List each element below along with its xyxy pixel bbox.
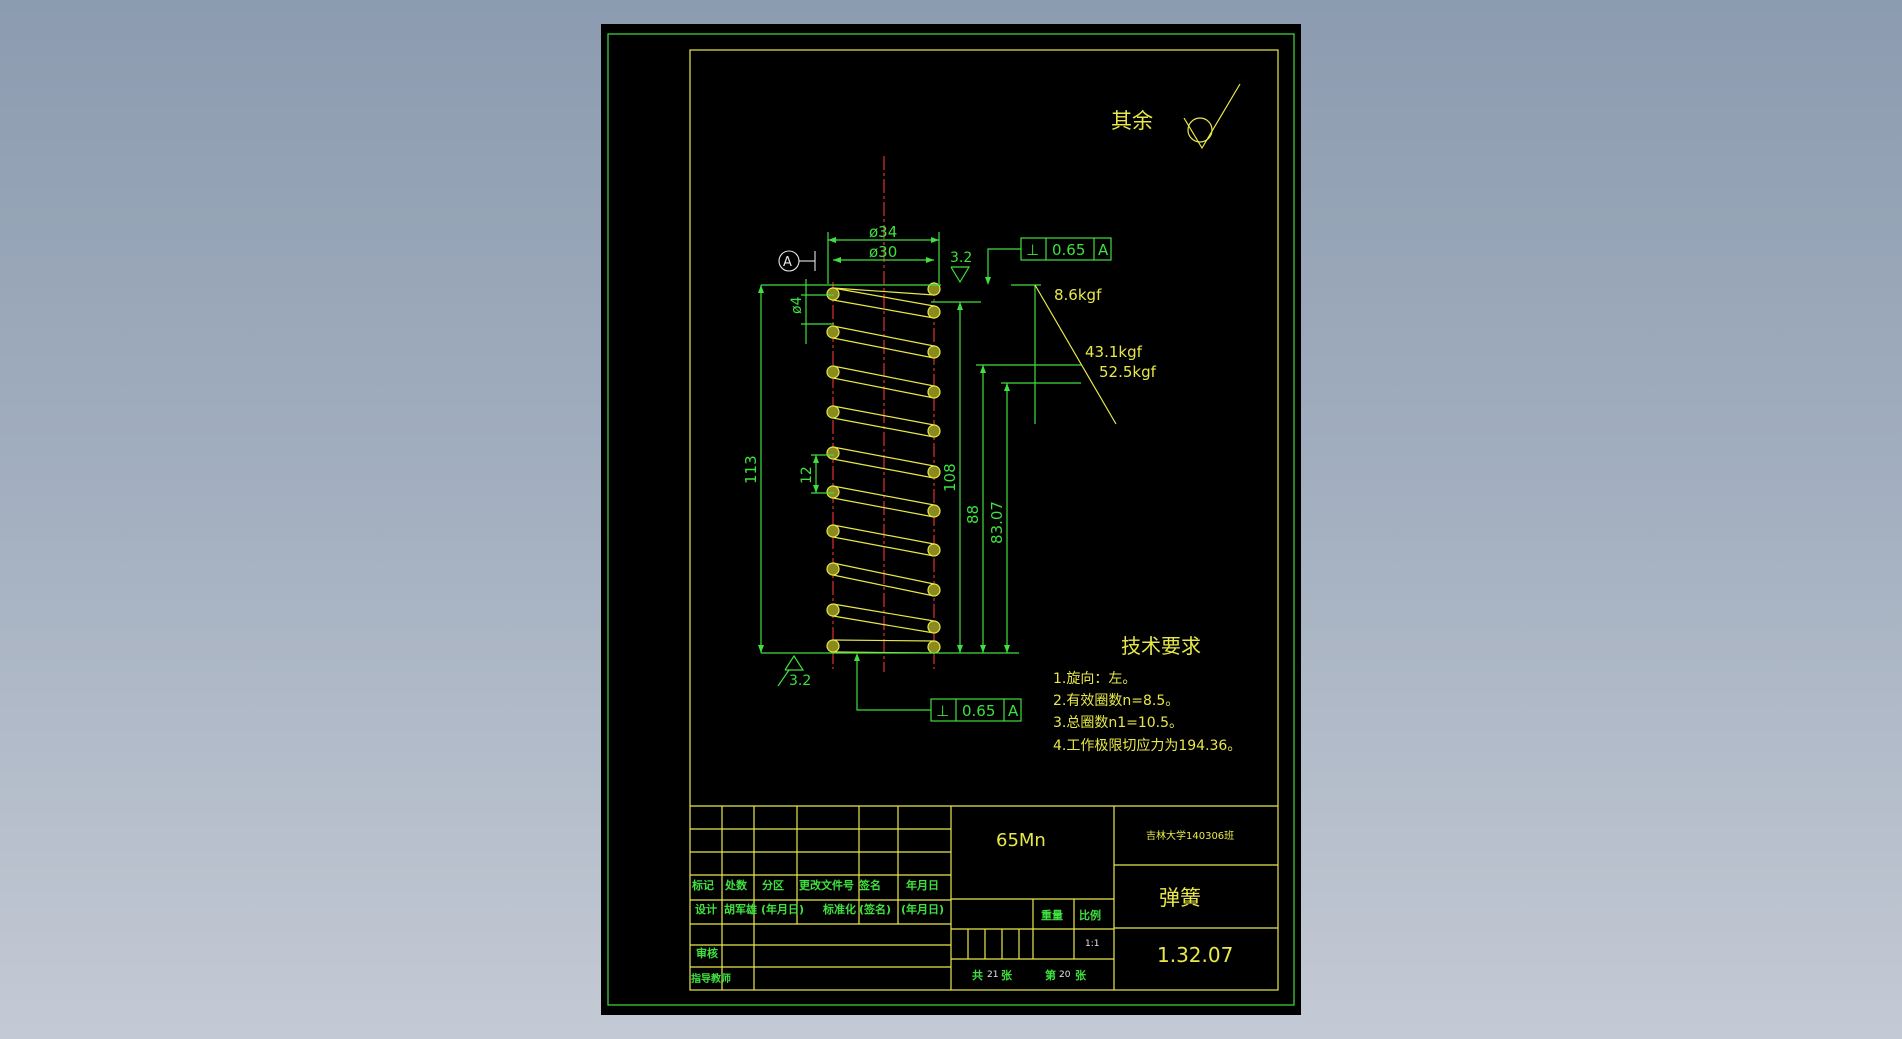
svg-text:ø34: ø34	[869, 223, 897, 241]
surface-finish-label: 其余	[1111, 109, 1153, 133]
svg-text:0.65: 0.65	[962, 702, 995, 720]
svg-text:1:1: 1:1	[1085, 939, 1099, 949]
svg-text:共: 共	[972, 968, 983, 982]
svg-text:0.65: 0.65	[1052, 241, 1085, 259]
svg-text:2.有效圈数n=8.5。: 2.有效圈数n=8.5。	[1053, 693, 1179, 709]
drawing-number: 1.32.07	[1157, 943, 1233, 967]
svg-text:(年月日): (年月日)	[901, 902, 944, 916]
spring-coils	[826, 282, 941, 654]
svg-text:标准化: 标准化	[822, 902, 856, 916]
svg-text:张: 张	[1001, 968, 1013, 982]
coil-section-left	[826, 562, 840, 576]
part-name: 弹簧	[1159, 886, 1201, 910]
tolerance-frame-top: ⊥ 0.65 A	[985, 237, 1112, 285]
svg-text:1.旋向：左。: 1.旋向：左。	[1053, 671, 1136, 687]
dim-length-108: 108	[931, 301, 981, 653]
svg-text:88: 88	[964, 505, 982, 524]
coil-section-right	[927, 305, 941, 319]
coil-section-right	[927, 543, 941, 557]
surface-finish-general: 其余	[1111, 83, 1241, 150]
surface-finish-bottom: 3.2	[777, 654, 811, 689]
svg-text:12: 12	[799, 466, 815, 484]
dim-inner-diameter: ø30	[833, 243, 934, 263]
svg-text:A: A	[783, 255, 792, 270]
coil-section-right	[927, 424, 941, 438]
svg-text:(签名): (签名)	[859, 902, 891, 916]
coil-section-left	[826, 287, 840, 301]
svg-text:技术要求: 技术要求	[1121, 634, 1201, 658]
svg-text:A: A	[1008, 702, 1019, 720]
svg-text:张: 张	[1075, 968, 1087, 982]
coil-section-left	[826, 405, 840, 419]
svg-text:胡军雄: 胡军雄	[724, 902, 757, 916]
svg-text:分区: 分区	[762, 878, 784, 892]
coil-section-left	[826, 639, 840, 653]
coil-section-right	[927, 465, 941, 479]
dim-wire-diameter: ø4	[789, 279, 834, 344]
dim-outer-diameter: ø34	[827, 223, 940, 284]
dim-free-length: 113	[742, 285, 764, 653]
tolerance-frame-bottom: ⊥ 0.65 A	[854, 653, 1022, 722]
load-diagram: 8.6kgf 43.1kgf 52.5kgf	[1011, 284, 1157, 425]
svg-text:年月日: 年月日	[906, 878, 939, 892]
title-block: 65Mn 吉林大学140306班 弹簧 1.32.07 标记 处数 分区 更改文…	[690, 805, 1278, 990]
dim-length-88: 88	[964, 364, 1081, 653]
drawing-sheet: 其余 ø34 ø30 A 3.2 ⊥	[601, 24, 1301, 1015]
svg-text:处数: 处数	[724, 878, 748, 892]
coil-section-right	[927, 345, 941, 359]
datum-a: A	[778, 250, 816, 272]
coil-section-right	[927, 385, 941, 399]
svg-text:4.工作极限切应力为194.36。: 4.工作极限切应力为194.36。	[1053, 737, 1241, 754]
svg-text:43.1kgf: 43.1kgf	[1085, 343, 1143, 361]
svg-text:指导教师: 指导教师	[691, 972, 731, 985]
svg-text:113: 113	[742, 455, 760, 484]
svg-text:第: 第	[1045, 968, 1056, 982]
svg-text:重量: 重量	[1041, 908, 1063, 922]
coil-section-left	[826, 524, 840, 538]
coil-section-left	[826, 603, 840, 617]
coil-section-right	[927, 640, 941, 654]
svg-text:比例: 比例	[1079, 908, 1101, 922]
surface-finish-top: 3.2	[950, 250, 972, 284]
svg-text:52.5kgf: 52.5kgf	[1099, 363, 1157, 381]
coil-section-right	[927, 282, 941, 296]
svg-text:108: 108	[941, 463, 959, 492]
spring-drawing: 其余 ø34 ø30 A 3.2 ⊥	[607, 33, 1295, 1006]
svg-text:21: 21	[987, 970, 998, 980]
svg-text:ø30: ø30	[869, 243, 897, 261]
material: 65Mn	[996, 830, 1046, 851]
svg-text:⊥: ⊥	[936, 702, 949, 720]
coil-section-right	[927, 504, 941, 518]
svg-text:3.总圈数n1=10.5。: 3.总圈数n1=10.5。	[1053, 715, 1183, 731]
svg-text:83.07: 83.07	[988, 501, 1006, 544]
svg-text:签名: 签名	[858, 878, 881, 892]
svg-text:⊥: ⊥	[1026, 241, 1039, 259]
tech-requirements: 技术要求 1.旋向：左。 2.有效圈数n=8.5。 3.总圈数n1=10.5。 …	[1053, 634, 1241, 754]
organization: 吉林大学140306班	[1146, 829, 1234, 842]
coil-section-left	[826, 325, 840, 339]
svg-text:3.2: 3.2	[789, 673, 811, 689]
inner-frame	[689, 49, 1279, 991]
coil-section-right	[927, 583, 941, 597]
svg-text:20: 20	[1059, 970, 1071, 980]
outer-frame	[607, 33, 1295, 1006]
svg-text:ø4: ø4	[789, 296, 805, 314]
coil-section-left	[826, 365, 840, 379]
svg-text:标记: 标记	[691, 878, 714, 892]
svg-text:更改文件号: 更改文件号	[799, 878, 854, 892]
svg-text:A: A	[1098, 241, 1109, 259]
svg-text:审核: 审核	[696, 946, 718, 960]
svg-text:8.6kgf: 8.6kgf	[1054, 286, 1102, 304]
coil-section-left	[826, 446, 840, 460]
svg-text:设计: 设计	[695, 902, 717, 916]
svg-text:3.2: 3.2	[950, 250, 972, 266]
dim-pitch: 12	[799, 454, 834, 494]
dim-length-83: 83.07	[988, 382, 1081, 653]
coil-section-left	[826, 485, 840, 499]
svg-text:(年月日): (年月日)	[761, 902, 804, 916]
coil-section-right	[927, 620, 941, 634]
